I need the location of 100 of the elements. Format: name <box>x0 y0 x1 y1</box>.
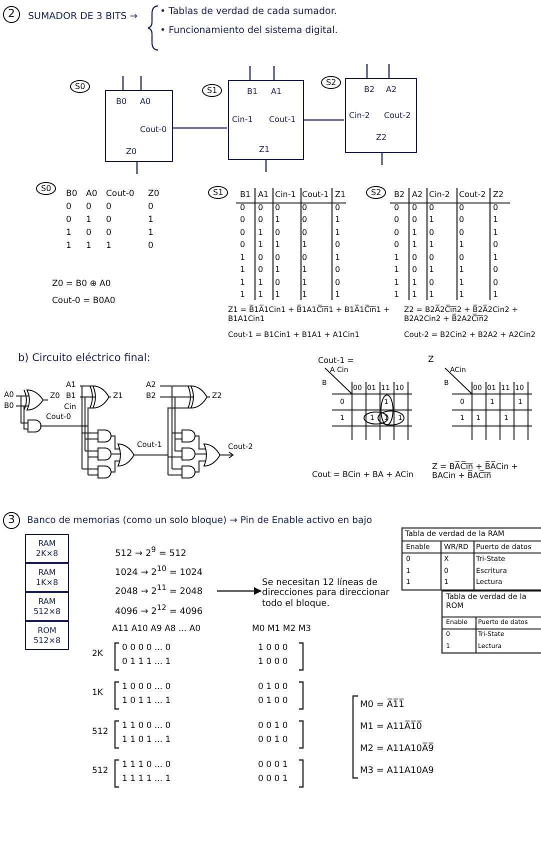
bracket-label: 1K <box>92 689 103 699</box>
pin-label: A1 <box>271 87 282 96</box>
table-cell: 1 <box>302 290 308 300</box>
table-cell: 0 <box>275 202 280 212</box>
adder-block <box>105 90 173 162</box>
table-cell: 1 <box>148 229 154 239</box>
table-cell: 0 <box>86 203 92 213</box>
table-cell: 0 <box>148 203 154 213</box>
connector-line <box>388 64 390 78</box>
heading: SUMADOR DE 3 BITS → <box>28 12 138 23</box>
adder-block <box>345 78 417 153</box>
block-label: RAM 2K×8 <box>34 539 60 558</box>
table-cell: 0 <box>394 202 400 212</box>
bullet-item: • Funcionamiento del sistema digital. <box>160 26 338 37</box>
table-cell: 1 <box>429 265 434 274</box>
equation: Z = BA̅C̅i̅n̅ + B̅A̅Cin + BACin + B̅AC̅i̅n̅ <box>432 462 519 480</box>
table-cell: Cin-1 <box>275 190 296 200</box>
pin-label: Z2 <box>376 133 387 142</box>
block-label: RAM 1K×8 <box>34 568 60 587</box>
circled-number: 3 <box>3 512 20 529</box>
table-cell: 0 <box>412 252 418 262</box>
table-cell: 1 <box>275 290 280 300</box>
matrix-row: 1 0 0 0 <box>258 658 288 668</box>
table-cell: 1 <box>412 240 418 250</box>
table-cell: 0 <box>459 215 464 224</box>
table-cell: 1 <box>412 290 418 300</box>
connector-line <box>381 153 383 165</box>
table-cell: A1 <box>258 190 269 200</box>
table-cell: 1 <box>394 290 400 300</box>
table-cell: 0 <box>302 228 308 237</box>
table-cell: 1 <box>335 215 340 224</box>
table-cell: 0 <box>459 252 464 262</box>
pin-label: Cout-2 <box>384 111 411 120</box>
equation: M3 = A11A10A9 <box>360 766 434 776</box>
table-cell: 1 <box>412 228 418 237</box>
table-cell: 0 <box>302 215 308 224</box>
table-cell: 0 <box>148 242 154 252</box>
table-cell: 1 <box>86 242 92 252</box>
table-cell: A0 <box>86 190 98 200</box>
table-cell: 1 <box>459 265 464 274</box>
table-cell: 0 <box>335 240 340 250</box>
table-cell: 0 <box>258 202 264 212</box>
table-cell: 1 <box>258 290 264 300</box>
table-cell: 0 <box>258 265 264 274</box>
equation: Cout-1 = <box>318 356 354 366</box>
adder-block <box>228 80 304 160</box>
table-cell: 1 <box>302 240 308 250</box>
block-label: ROM 512×8 <box>32 626 62 645</box>
pin-label: B2 <box>364 85 375 94</box>
table-cell: 0 <box>86 229 92 239</box>
power-equation: 512 → 2$^{9}$ = 512 <box>115 546 186 560</box>
table-cell: 0 <box>429 252 434 262</box>
connector-line <box>140 76 142 90</box>
column-header: A11 A10 A9 A8 ... A0 <box>112 625 201 635</box>
table-cell: 0 <box>493 240 498 250</box>
table-cell: 0 <box>66 216 72 226</box>
matrix-row: 0 0 0 0 ... 0 <box>122 644 171 654</box>
matrix-row: 1 0 1 1 ... 1 <box>122 697 171 707</box>
equation: M1 = A11A̅1̅0̅ <box>360 722 422 732</box>
table-cell: 1 <box>493 228 498 237</box>
map-title: Z <box>428 356 434 366</box>
table-cell: 1 <box>493 252 498 262</box>
table-cell: 1 <box>459 240 464 250</box>
circled-label: S1 <box>202 84 222 98</box>
table-cell: 0 <box>335 265 340 274</box>
matrix-row: 0 0 0 1 <box>258 775 288 785</box>
table-cell: Z0 <box>148 190 160 200</box>
memory-block <box>25 534 69 563</box>
matrix-row: 0 1 0 0 <box>258 683 288 693</box>
table-cell: Z2 <box>493 190 504 200</box>
bracket-label: 2K <box>92 650 103 660</box>
circled-number: 2 <box>3 6 20 23</box>
pin-label: Cout-1 <box>269 115 296 124</box>
table-cell: 1 <box>258 228 264 237</box>
table-cell: 0 <box>240 228 246 237</box>
table-cell: 0 <box>240 202 246 212</box>
table-cell: 1 <box>275 215 280 224</box>
table-cell: 1 <box>66 229 72 239</box>
equation: M2 = A11A10A̅9̅ <box>360 744 434 754</box>
table-cell: 1 <box>335 228 340 237</box>
equation: Cout = BCin + BA + ACin <box>312 470 414 480</box>
table-cell: 0 <box>493 265 498 274</box>
connector-line <box>136 162 138 174</box>
table-cell: 0 <box>412 265 418 274</box>
table-cell: 1 <box>429 215 434 224</box>
pin-label: Z0 <box>126 147 137 156</box>
table-cell: 1 <box>394 265 400 274</box>
pin-label: A2 <box>386 85 397 94</box>
pin-label: B0 <box>116 97 127 106</box>
table-cell: Cin-2 <box>429 190 450 200</box>
table-cell: 1 <box>493 215 498 224</box>
table-cell: 0 <box>258 252 264 262</box>
table-cell: Cout-2 <box>459 190 486 200</box>
matrix-row: 1 1 0 1 ... 1 <box>122 736 171 746</box>
table-cell: 0 <box>335 202 340 212</box>
table-cell: 1 <box>493 290 498 300</box>
table-cell: 0 <box>66 203 72 213</box>
heading: b) Circuito eléctrico final: <box>18 352 150 364</box>
matrix-row: 1 1 0 0 ... 0 <box>122 722 171 732</box>
table-cell: 0 <box>275 252 280 262</box>
